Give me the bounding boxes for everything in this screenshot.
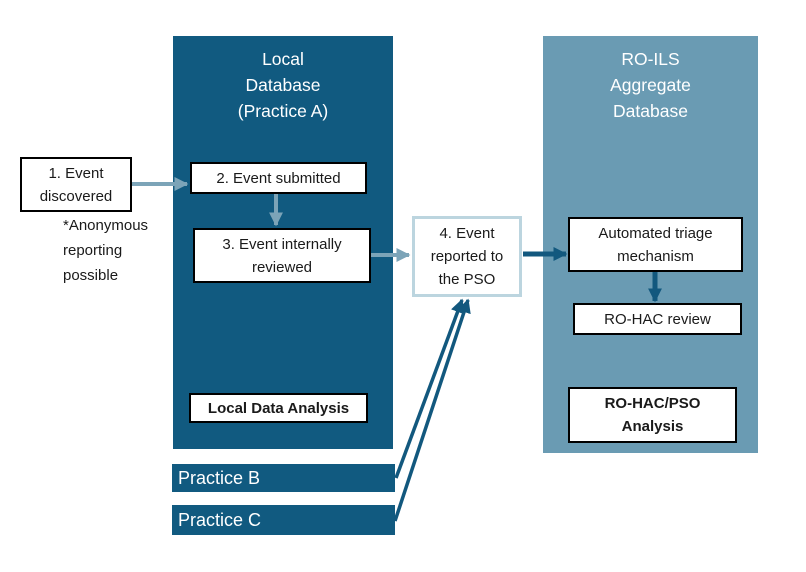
- automated-triage-box: Automated triage mechanism: [568, 217, 743, 272]
- step-1-event-discovered: 1. Event discovered: [20, 157, 132, 212]
- step-3-event-internally-reviewed: 3. Event internally reviewed: [193, 228, 371, 283]
- practice-c-bar: Practice C: [172, 505, 395, 535]
- local-database-title: Local Database (Practice A): [237, 49, 329, 121]
- rohac-pso-analysis-box: RO-HAC/PSO Analysis: [568, 387, 737, 443]
- practice-b-label: Practice B: [178, 467, 261, 488]
- step-4-event-reported-pso: 4. Event reported to the PSO: [412, 216, 522, 297]
- practice-b-bar: Practice B: [172, 464, 395, 492]
- step-2-event-submitted: 2. Event submitted: [190, 162, 367, 194]
- arrow-practice-c-to-step4: [393, 298, 471, 522]
- practice-c-label: Practice C: [178, 509, 262, 530]
- rohac-review-box: RO-HAC review: [573, 303, 742, 335]
- arrow-practice-b-to-step4: [394, 298, 465, 479]
- local-data-analysis-box: Local Data Analysis: [189, 393, 368, 423]
- roils-aggregate-title: RO-ILS Aggregate Database: [610, 49, 691, 121]
- anonymous-reporting-note: *Anonymous reporting possible: [63, 217, 149, 284]
